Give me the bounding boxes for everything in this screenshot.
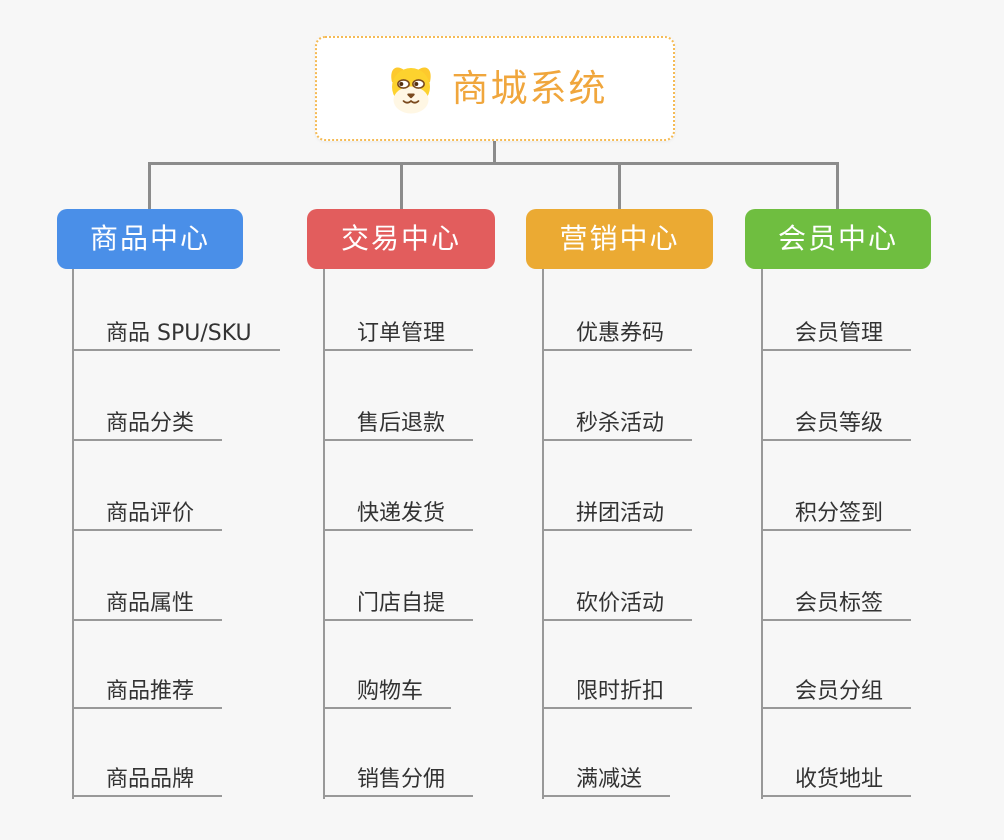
child-node[interactable]: 砍价活动 [542, 587, 693, 621]
child-node[interactable]: 满减送 [542, 763, 671, 797]
branch-label: 交易中心 [340, 222, 461, 255]
child-node[interactable]: 商品品牌 [72, 763, 223, 797]
root-node[interactable]: 商城系统 [315, 36, 675, 141]
branch-node-trade[interactable]: 交易中心 [307, 209, 495, 269]
connector-children-line [542, 269, 544, 799]
branch-label: 商品中心 [89, 222, 210, 255]
child-node[interactable]: 秒杀活动 [542, 407, 693, 441]
child-node[interactable]: 会员等级 [761, 407, 912, 441]
connector-stub-trade [400, 164, 403, 210]
child-node[interactable]: 订单管理 [323, 317, 474, 351]
child-node[interactable]: 商品分类 [72, 407, 223, 441]
child-node[interactable]: 商品推荐 [72, 675, 223, 709]
dog-face-icon [383, 63, 439, 115]
child-node[interactable]: 商品属性 [72, 587, 223, 621]
branch-label: 营销中心 [559, 222, 680, 255]
connector-stub-marketing [618, 164, 621, 210]
branch-node-products[interactable]: 商品中心 [57, 209, 243, 269]
child-node[interactable]: 售后退款 [323, 407, 474, 441]
branch-node-member[interactable]: 会员中心 [745, 209, 931, 269]
child-node[interactable]: 优惠券码 [542, 317, 693, 351]
connector-children-line [761, 269, 763, 799]
child-node[interactable]: 门店自提 [323, 587, 474, 621]
connector-root-stub [493, 141, 496, 163]
branch-node-marketing[interactable]: 营销中心 [526, 209, 713, 269]
child-node[interactable]: 收货地址 [761, 763, 912, 797]
branch-children-trade: 订单管理 售后退款 快递发货 门店自提 购物车 销售分佣 [323, 269, 575, 809]
root-label: 商城系统 [451, 67, 608, 110]
child-node[interactable]: 商品评价 [72, 497, 223, 531]
child-node[interactable]: 销售分佣 [323, 763, 474, 797]
child-node[interactable]: 购物车 [323, 675, 452, 709]
child-node[interactable]: 限时折扣 [542, 675, 693, 709]
connector-children-line [72, 269, 74, 799]
connector-stub-products [148, 164, 151, 210]
child-node[interactable]: 会员分组 [761, 675, 912, 709]
connector-bus [148, 162, 839, 165]
child-node[interactable]: 拼团活动 [542, 497, 693, 531]
child-node[interactable]: 积分签到 [761, 497, 912, 531]
branch-children-products: 商品 SPU/SKU 商品分类 商品评价 商品属性 商品推荐 商品品牌 [72, 269, 324, 809]
branch-children-marketing: 优惠券码 秒杀活动 拼团活动 砍价活动 限时折扣 满减送 [542, 269, 794, 809]
child-node[interactable]: 商品 SPU/SKU [72, 317, 280, 351]
branch-children-member: 会员管理 会员等级 积分签到 会员标签 会员分组 收货地址 [761, 269, 1004, 809]
child-node[interactable]: 快递发货 [323, 497, 474, 531]
connector-stub-member [836, 164, 839, 210]
child-node[interactable]: 会员标签 [761, 587, 912, 621]
connector-children-line [323, 269, 325, 799]
child-node[interactable]: 会员管理 [761, 317, 912, 351]
branch-label: 会员中心 [777, 222, 898, 255]
